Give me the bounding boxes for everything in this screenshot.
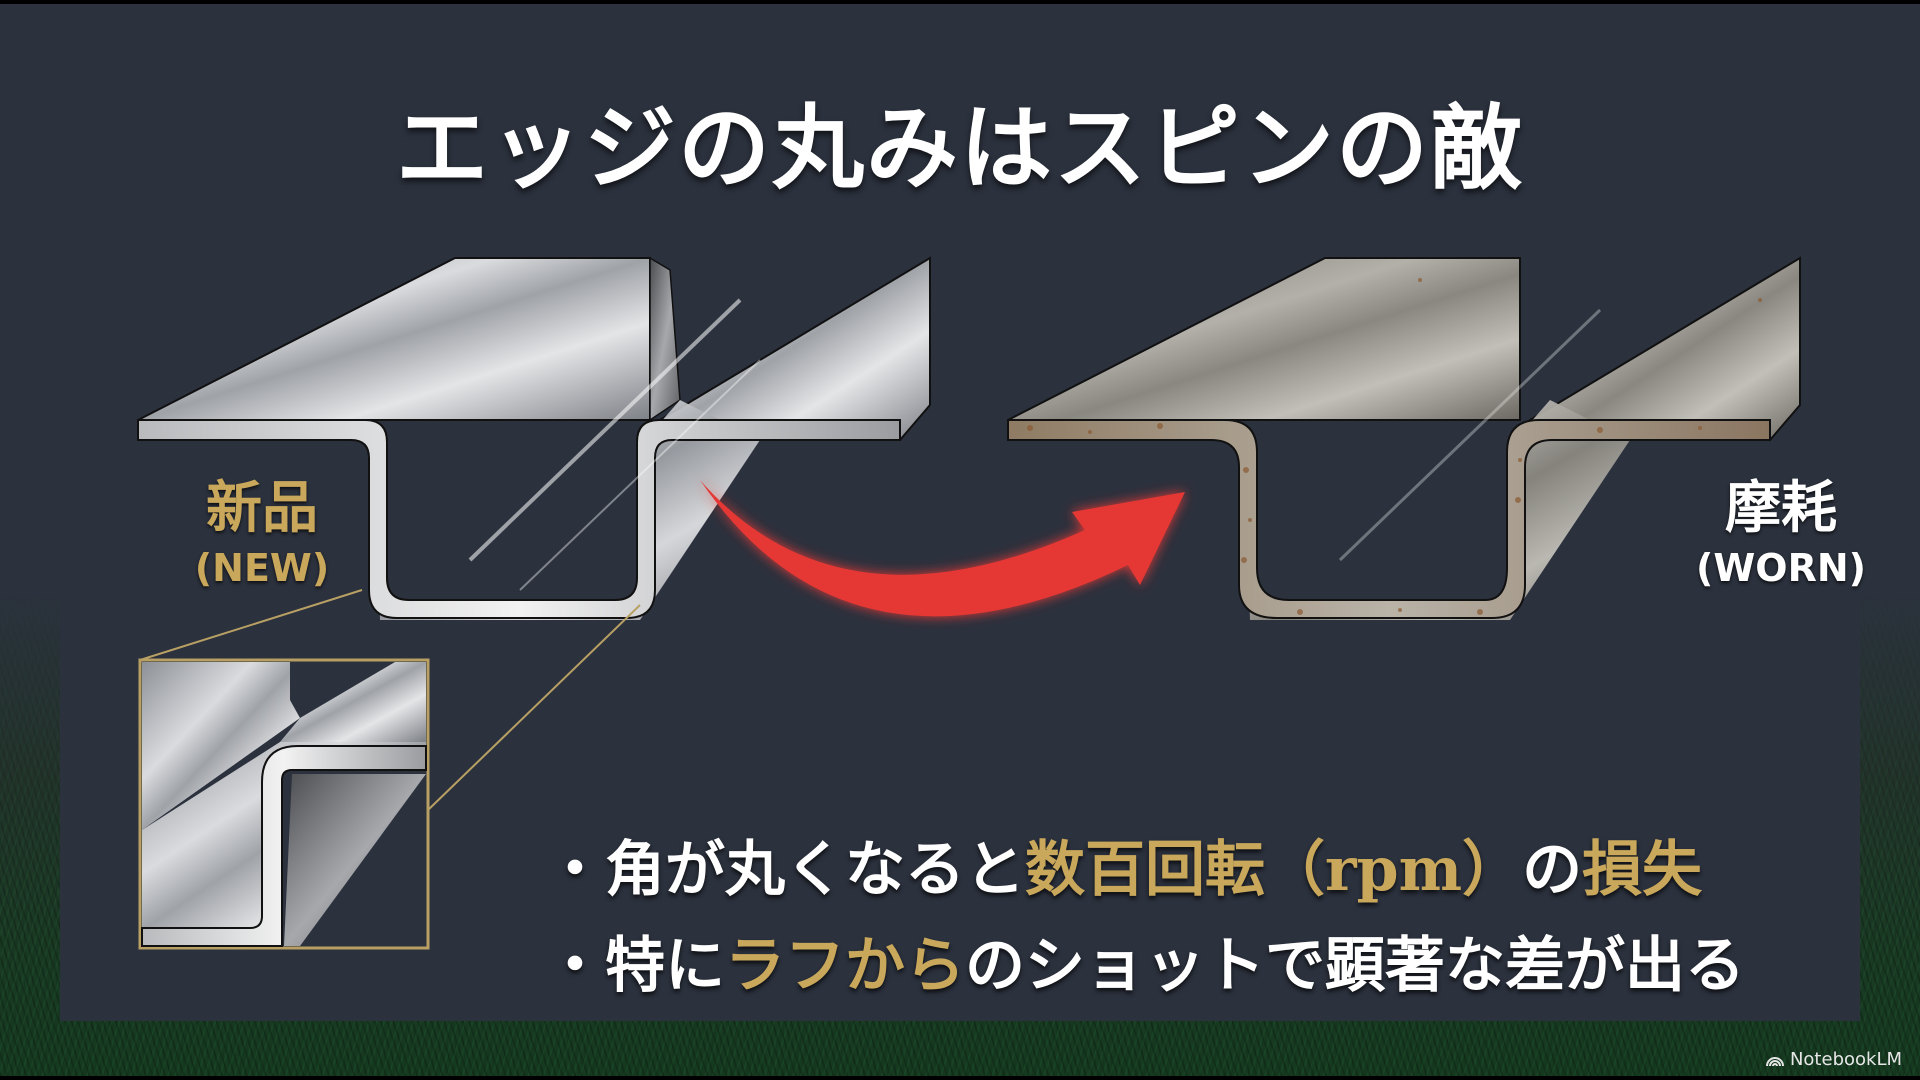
bullet-text: の bbox=[1522, 835, 1583, 905]
slide-title: エッジの丸みはスピンの敵 bbox=[395, 95, 1524, 202]
notebooklm-watermark: NotebookLM bbox=[1765, 1049, 1902, 1070]
worn-label-main: 摩耗 bbox=[1725, 476, 1837, 541]
bullet-list: ・角が丸くなると数百回転（rpm）の損失 ・特にラフからのショットで顕著な差が出… bbox=[545, 822, 1845, 1014]
new-label: 新品 (NEW) bbox=[192, 474, 332, 592]
new-groove-illustration bbox=[137, 256, 931, 620]
zoom-connector-left bbox=[139, 589, 363, 661]
bullet-text: のショットで顕著な差が出る bbox=[965, 931, 1745, 1001]
watermark-label: NotebookLM bbox=[1789, 1049, 1902, 1070]
worn-label-sub: (WORN) bbox=[1696, 546, 1867, 590]
new-label-sub: (NEW) bbox=[194, 546, 330, 590]
bullet-highlight: 損失 bbox=[1582, 835, 1703, 905]
illustrations bbox=[137, 256, 1801, 950]
zoom-connector-right bbox=[427, 604, 641, 811]
bullet-text: 特に bbox=[605, 931, 725, 1001]
worn-label: 摩耗 (WORN) bbox=[1696, 474, 1866, 592]
slide-panel: エッジの丸みはスピンの敵 新品 (NEW) 摩耗 (WORN) ・角が丸くなると… bbox=[60, 4, 1866, 1021]
notebooklm-logo-icon bbox=[1765, 1056, 1784, 1066]
bullet-marker: ・ bbox=[545, 931, 605, 1001]
bullet-marker: ・ bbox=[545, 835, 605, 905]
bullet-item: ・角が丸くなると数百回転（rpm）の損失 bbox=[545, 822, 1845, 918]
zoom-inset bbox=[138, 658, 430, 950]
red-curved-arrow-icon bbox=[700, 480, 1185, 617]
bullet-highlight: ラフから bbox=[725, 931, 965, 1001]
worn-groove-illustration bbox=[1007, 256, 1801, 620]
bullet-text: 角が丸くなると bbox=[605, 835, 1025, 905]
slide-stage: エッジの丸みはスピンの敵 新品 (NEW) 摩耗 (WORN) ・角が丸くなると… bbox=[0, 4, 1920, 1076]
new-label-main: 新品 bbox=[206, 476, 318, 541]
bullet-highlight: 数百回転（rpm） bbox=[1025, 835, 1523, 905]
bullet-item: ・特にラフからのショットで顕著な差が出る bbox=[545, 918, 1845, 1014]
